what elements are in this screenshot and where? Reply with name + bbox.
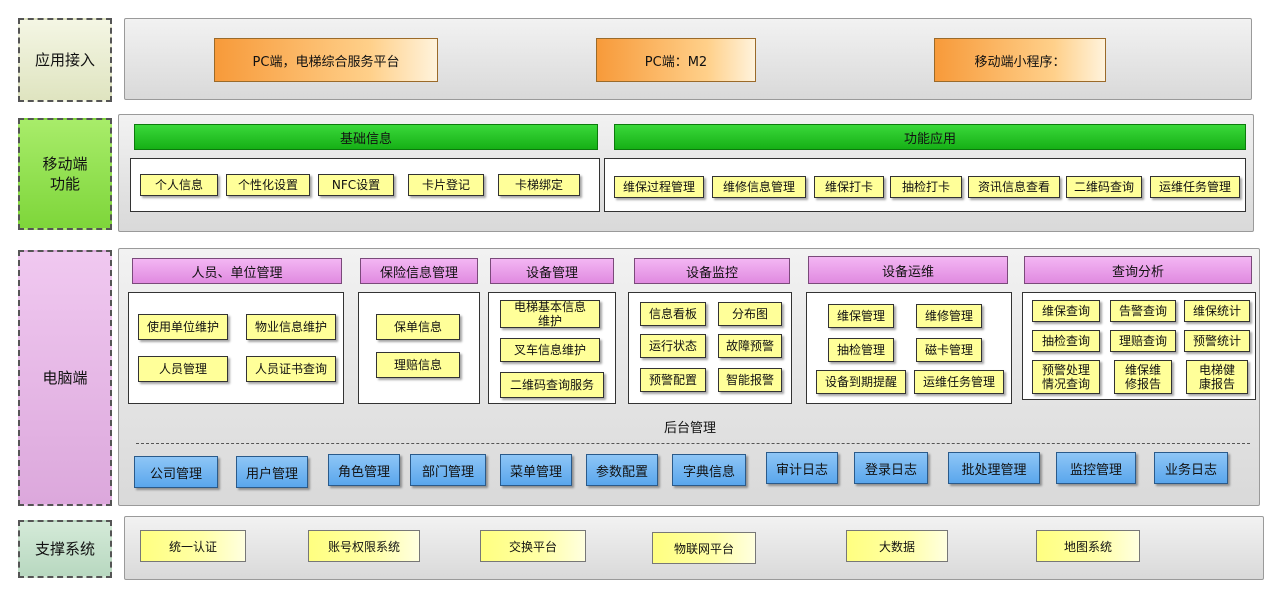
mobile-func-item[interactable]: 抽检打卡 — [890, 176, 962, 198]
row-label-support: 支撑系统 — [18, 520, 112, 578]
backend-item[interactable]: 菜单管理 — [500, 454, 572, 486]
backend-item[interactable]: 批处理管理 — [948, 452, 1040, 484]
pc-group-box-personnel — [128, 292, 344, 404]
backend-item[interactable]: 角色管理 — [328, 454, 400, 486]
pc-group-item[interactable]: 运行状态 — [640, 334, 706, 358]
pc-group-item[interactable]: 叉车信息维护 — [500, 338, 600, 362]
backend-item[interactable]: 参数配置 — [586, 454, 658, 486]
mobile-basic-item[interactable]: 个人信息 — [140, 174, 218, 196]
pc-group-item[interactable]: 告警查询 — [1110, 300, 1176, 322]
mobile-basic-item[interactable]: 个性化设置 — [226, 174, 310, 196]
row-label-mobile: 移动端 功能 — [18, 118, 112, 230]
pc-group-item[interactable]: 抽检查询 — [1032, 330, 1100, 352]
support-item-account-permission[interactable]: 账号权限系统 — [308, 530, 420, 562]
mobile-basic-item[interactable]: NFC设置 — [318, 174, 394, 196]
pc-group-item[interactable]: 故障预警 — [718, 334, 782, 358]
mobile-basic-item[interactable]: 卡片登记 — [408, 174, 484, 196]
mobile-func-item[interactable]: 运维任务管理 — [1150, 176, 1240, 198]
pc-group-header-analysis: 查询分析 — [1024, 256, 1252, 284]
pc-group-item[interactable]: 理赔信息 — [376, 352, 460, 378]
pc-group-item[interactable]: 预警配置 — [640, 368, 706, 392]
pc-group-item[interactable]: 二维码查询服务 — [500, 372, 604, 398]
support-item-map[interactable]: 地图系统 — [1036, 530, 1140, 562]
app-access-item-pc-m2[interactable]: PC端：M2 — [596, 38, 756, 82]
pc-group-item[interactable]: 设备到期提醒 — [816, 370, 906, 394]
pc-group-item[interactable]: 磁卡管理 — [916, 338, 982, 362]
pc-group-item[interactable]: 电梯健康报告 — [1186, 360, 1248, 394]
pc-group-item[interactable]: 维保维修报告 — [1114, 360, 1172, 394]
mobile-func-header: 功能应用 — [614, 124, 1246, 150]
pc-group-item[interactable]: 理赔查询 — [1110, 330, 1176, 352]
pc-group-item[interactable]: 维保查询 — [1032, 300, 1100, 322]
backend-title: 后台管理 — [663, 420, 716, 436]
pc-group-header-equipment: 设备管理 — [490, 258, 614, 284]
backend-item[interactable]: 用户管理 — [236, 456, 308, 488]
row-label-text: 支撑系统 — [34, 540, 95, 558]
pc-group-item[interactable]: 预警处理情况查询 — [1032, 360, 1100, 394]
support-item-iot[interactable]: 物联网平台 — [652, 532, 756, 564]
pc-group-item[interactable]: 预警统计 — [1184, 330, 1250, 352]
pc-group-item[interactable]: 维保管理 — [828, 304, 894, 328]
mobile-func-item[interactable]: 维修信息管理 — [712, 176, 806, 198]
pc-group-item[interactable]: 使用单位维护 — [138, 314, 228, 340]
pc-group-header-monitoring: 设备监控 — [634, 258, 790, 284]
pc-group-item[interactable]: 物业信息维护 — [246, 314, 336, 340]
pc-group-item[interactable]: 保单信息 — [376, 314, 460, 340]
mobile-func-item[interactable]: 维保打卡 — [814, 176, 884, 198]
backend-item[interactable]: 公司管理 — [134, 456, 218, 488]
row-label-pc: 电脑端 — [18, 250, 112, 506]
app-access-item-mini-program[interactable]: 移动端小程序： — [934, 38, 1106, 82]
backend-item[interactable]: 业务日志 — [1154, 452, 1228, 484]
mobile-func-item[interactable]: 资讯信息查看 — [968, 176, 1060, 198]
pc-group-item[interactable]: 信息看板 — [640, 302, 706, 326]
pc-group-item[interactable]: 人员证书查询 — [246, 356, 336, 382]
mobile-func-item[interactable]: 维保过程管理 — [614, 176, 704, 198]
backend-item[interactable]: 字典信息 — [672, 454, 746, 486]
support-item-bigdata[interactable]: 大数据 — [846, 530, 948, 562]
pc-group-item[interactable]: 人员管理 — [138, 356, 228, 382]
pc-group-header-maintenance: 设备运维 — [808, 256, 1008, 284]
pc-group-item[interactable]: 抽检管理 — [828, 338, 894, 362]
backend-item[interactable]: 登录日志 — [854, 452, 928, 484]
backend-divider — [136, 443, 1250, 444]
support-item-unified-auth[interactable]: 统一认证 — [140, 530, 246, 562]
mobile-basic-item[interactable]: 卡梯绑定 — [498, 174, 580, 196]
pc-group-item[interactable]: 电梯基本信息维护 — [500, 300, 600, 328]
backend-item[interactable]: 部门管理 — [410, 454, 486, 486]
pc-group-header-personnel: 人员、单位管理 — [132, 258, 342, 284]
support-item-exchange[interactable]: 交换平台 — [480, 530, 586, 562]
mobile-func-item[interactable]: 二维码查询 — [1066, 176, 1142, 198]
pc-group-box-insurance — [358, 292, 480, 404]
row-label-text: 电脑端 — [42, 369, 88, 387]
pc-group-item[interactable]: 智能报警 — [718, 368, 782, 392]
pc-group-item[interactable]: 维保统计 — [1184, 300, 1250, 322]
pc-group-item[interactable]: 维修管理 — [916, 304, 982, 328]
mobile-basic-header: 基础信息 — [134, 124, 598, 150]
row-label-text: 应用接入 — [34, 51, 95, 69]
pc-group-header-insurance: 保险信息管理 — [360, 258, 478, 284]
pc-group-item[interactable]: 分布图 — [718, 302, 782, 326]
backend-item[interactable]: 审计日志 — [766, 452, 838, 484]
app-access-item-pc-platform[interactable]: PC端，电梯综合服务平台 — [214, 38, 438, 82]
pc-group-item[interactable]: 运维任务管理 — [914, 370, 1004, 394]
row-label-app-access: 应用接入 — [18, 18, 112, 102]
backend-item[interactable]: 监控管理 — [1056, 452, 1136, 484]
row-label-text: 移动端 功能 — [42, 155, 88, 193]
